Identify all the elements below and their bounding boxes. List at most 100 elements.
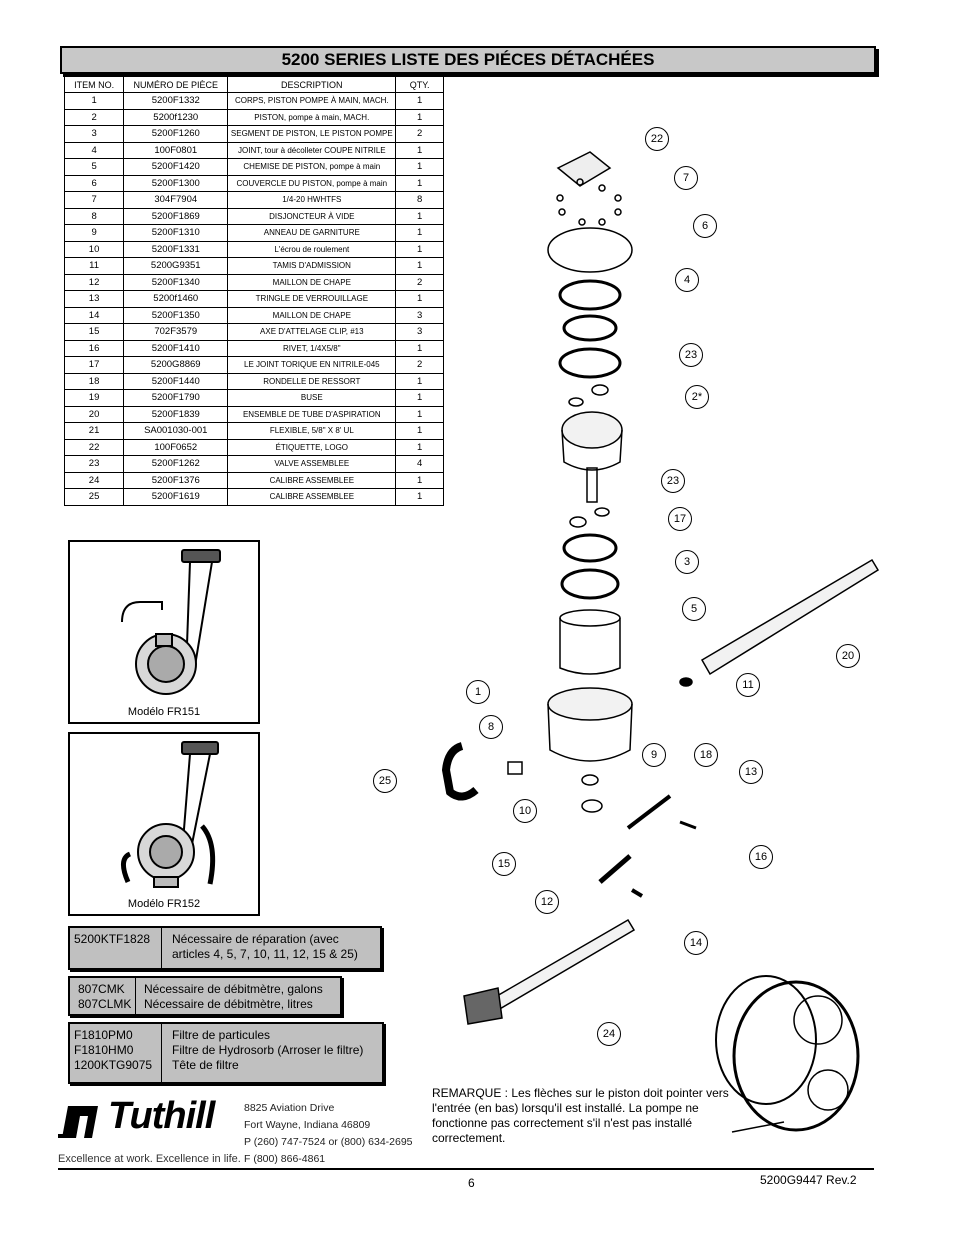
model-fr151-illustration — [121, 549, 221, 695]
page-title: 5200 SERIES LISTE DES PIÉCES DÉTACHÉES — [281, 50, 655, 69]
description-cell: CHEMISE DE PISTON, pompe à main — [227, 158, 397, 176]
qty-cell: 1 — [395, 372, 444, 390]
description-cell: DISJONCTEUR À VIDE — [227, 207, 397, 225]
valve-part — [568, 397, 584, 407]
callout-16: 16 — [749, 845, 773, 869]
item-number-cell: 9 — [63, 224, 125, 242]
piston-cover-part — [547, 227, 633, 273]
qty-cell: 2 — [395, 125, 444, 143]
hose-part — [441, 742, 479, 801]
item-number-cell: 24 — [63, 471, 125, 489]
kit-codes: 807CMK 807CLMK — [70, 978, 136, 1014]
valve-part — [594, 507, 610, 517]
sleeve-top — [559, 609, 621, 627]
description-cell: LE JOINT TORIQUE EN NITRILE-045 — [227, 356, 397, 374]
callout-20: 20 — [836, 644, 860, 668]
pump-handle-right — [193, 561, 213, 673]
part-number-cell: 5200f1230 — [123, 108, 229, 126]
item-number-cell: 10 — [63, 240, 125, 258]
qty-cell: 1 — [395, 438, 444, 456]
kit-description: Nécessaire de débitmètre, litres — [144, 997, 313, 1011]
pump-handle-grip — [181, 549, 221, 563]
company-tagline: Excellence at work. Excellence in life. — [58, 1153, 241, 1165]
callout-22: 22 — [645, 127, 669, 151]
piston-sleeve-part — [559, 618, 621, 675]
item-number-cell: 22 — [63, 438, 125, 456]
qty-cell: 1 — [395, 290, 444, 308]
item-number-cell: 15 — [63, 323, 125, 341]
description-cell: BUSE — [227, 389, 397, 407]
pump-body-wall — [547, 703, 633, 762]
qty-cell: 1 — [395, 108, 444, 126]
inlet-screen-part — [679, 677, 693, 687]
qty-cell: 1 — [395, 92, 444, 110]
callout-15: 15 — [492, 852, 516, 876]
part-number-cell: 100F0652 — [123, 438, 229, 456]
header-part-number: NUMÉRO DE PIÈCE — [123, 76, 229, 93]
bolt-group — [556, 178, 622, 226]
part-number-cell: SA001030-001 — [123, 422, 229, 440]
part-number-cell: 5200F1839 — [123, 405, 229, 423]
gasket-part — [562, 314, 618, 342]
header-description: DESCRIPTION — [227, 76, 397, 93]
qty-cell: 1 — [395, 471, 444, 489]
part-number-cell: 5200F1332 — [123, 92, 229, 110]
callout-17: 17 — [668, 507, 692, 531]
qty-cell: 2 — [395, 273, 444, 291]
piston-rod — [586, 467, 598, 503]
clevis-link-pin-part — [630, 888, 644, 898]
item-number-cell: 6 — [63, 174, 125, 192]
callout-9: 9 — [642, 743, 666, 767]
description-cell: ENSEMBLE DE TUBE D'ASPIRATION — [227, 405, 397, 423]
fax-line: F (800) 866-4861 — [244, 1153, 326, 1165]
locking-rod-part — [626, 794, 672, 830]
model-fr152-box: Modélo FR152 — [68, 732, 260, 916]
header-item-no: ITEM NO. — [63, 76, 125, 93]
qty-cell: 1 — [395, 158, 444, 176]
kit-description: Filtre de Hydrosorb (Arroser le filtre) — [172, 1043, 364, 1057]
handle-part — [488, 918, 636, 1011]
qty-cell: 1 — [395, 389, 444, 407]
valve-part — [591, 384, 609, 396]
qty-cell: 1 — [395, 141, 444, 159]
description-cell: ÉTIQUETTE, LOGO — [227, 438, 397, 456]
part-number-cell: 5200F1869 — [123, 207, 229, 225]
description-cell: 1/4-20 HWHTFS — [227, 191, 397, 209]
description-cell: MAILLON DE CHAPE — [227, 273, 397, 291]
part-number-cell: 304F7904 — [123, 191, 229, 209]
part-number-cell: 5200F1790 — [123, 389, 229, 407]
callout-5: 5 — [682, 597, 706, 621]
item-number-cell: 19 — [63, 389, 125, 407]
part-number-cell: 5200F1440 — [123, 372, 229, 390]
description-cell: FLEXIBLE, 5/8" X 8' UL — [227, 422, 397, 440]
item-number-cell: 21 — [63, 422, 125, 440]
kit-code: 807CLMK — [78, 997, 132, 1011]
part-number-cell: 5200F1376 — [123, 471, 229, 489]
kit-description: Filtre de particules — [172, 1028, 271, 1042]
item-number-cell: 14 — [63, 306, 125, 324]
description-cell: VALVE ASSEMBLEE — [227, 455, 397, 473]
kit-description: Tête de filtre — [172, 1058, 239, 1072]
parts-table: ITEM NO. NUMÉRO DE PIÈCE DESCRIPTION QTY… — [63, 76, 444, 506]
qty-cell: 3 — [395, 323, 444, 341]
callout-4: 4 — [675, 268, 699, 292]
callout-12: 12 — [535, 890, 559, 914]
part-number-cell: 5200F1410 — [123, 339, 229, 357]
description-cell: ANNEAU DE GARNITURE — [227, 224, 397, 242]
callout-14: 14 — [684, 931, 708, 955]
item-number-cell: 11 — [63, 257, 125, 275]
end-cap-detail — [732, 980, 860, 1132]
callout-6: 6 — [693, 214, 717, 238]
